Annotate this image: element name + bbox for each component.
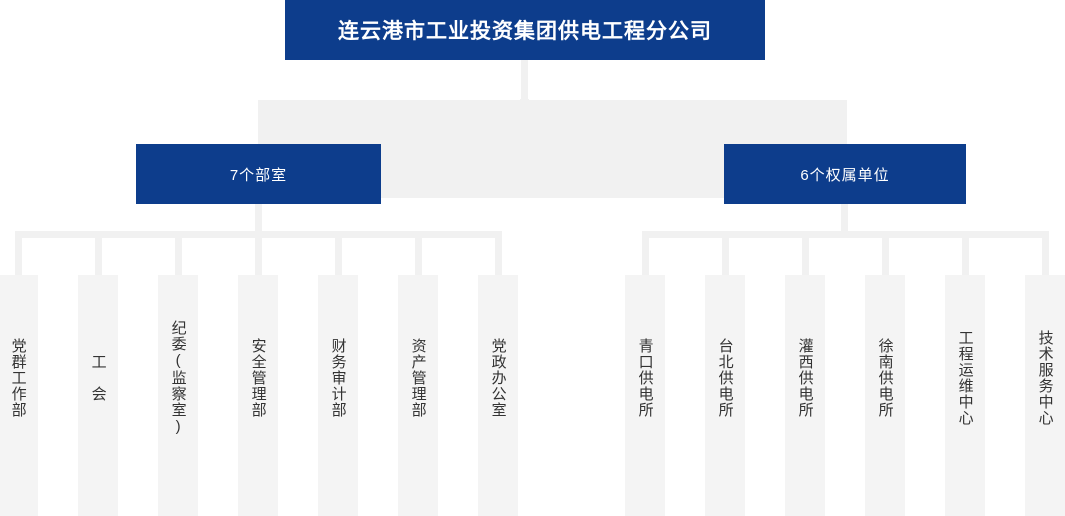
connector-drop-line [642, 231, 649, 277]
leaf-label: 工程运维中心 [956, 329, 974, 426]
connector-drop-line [495, 231, 502, 277]
branch-node-departments[interactable]: 7个部室 [136, 144, 381, 204]
connector-drop-line [962, 231, 969, 277]
connector-root-stem [521, 60, 528, 105]
connector-drop-line [95, 231, 102, 277]
connector-right-branch-rail [642, 231, 1049, 238]
connector-band-notch-right [529, 60, 847, 100]
leaf-label: 党政办公室 [489, 337, 507, 418]
connector-band-notch-left [258, 60, 520, 100]
connector-drop-line [255, 231, 262, 277]
connector-drop-line [882, 231, 889, 277]
connector-left-branch-stem [255, 204, 262, 238]
connector-drop-line [722, 231, 729, 277]
leaf-node[interactable]: 工 会 [78, 275, 118, 516]
leaf-node[interactable]: 技术服务中心 [1025, 275, 1065, 516]
leaf-node[interactable]: 党政办公室 [478, 275, 518, 516]
branch-node-subsidiaries[interactable]: 6个权属单位 [724, 144, 966, 204]
connector-drop-line [175, 231, 182, 277]
leaf-node[interactable]: 工程运维中心 [945, 275, 985, 516]
leaf-label: 党群工作部 [9, 337, 27, 418]
leaf-label: 青口供电所 [636, 337, 654, 418]
connector-drop-line [1042, 231, 1049, 277]
leaf-label: 台北供电所 [716, 337, 734, 418]
leaf-node[interactable]: 财务审计部 [318, 275, 358, 516]
root-node[interactable]: 连云港市工业投资集团供电工程分公司 [285, 0, 765, 60]
leaf-label: 纪委(监察室) [169, 319, 187, 436]
leaf-label: 灌西供电所 [796, 337, 814, 418]
leaf-node[interactable]: 青口供电所 [625, 275, 665, 516]
leaf-node[interactable]: 徐南供电所 [865, 275, 905, 516]
leaf-label: 资产管理部 [409, 337, 427, 418]
leaf-node[interactable]: 资产管理部 [398, 275, 438, 516]
leaf-node[interactable]: 台北供电所 [705, 275, 745, 516]
leaf-node[interactable]: 纪委(监察室) [158, 275, 198, 516]
leaf-label: 安全管理部 [249, 337, 267, 418]
leaf-node[interactable]: 灌西供电所 [785, 275, 825, 516]
connector-drop-line [802, 231, 809, 277]
leaf-label: 技术服务中心 [1036, 329, 1054, 426]
leaf-node[interactable]: 安全管理部 [238, 275, 278, 516]
connector-drop-line [15, 231, 22, 277]
leaf-node[interactable]: 党群工作部 [0, 275, 38, 516]
leaf-label: 徐南供电所 [876, 337, 894, 418]
leaf-label: 财务审计部 [329, 337, 347, 418]
connector-drop-line [335, 231, 342, 277]
connector-drop-line [415, 231, 422, 277]
connector-right-branch-stem [841, 204, 848, 238]
leaf-label: 工 会 [89, 353, 107, 402]
